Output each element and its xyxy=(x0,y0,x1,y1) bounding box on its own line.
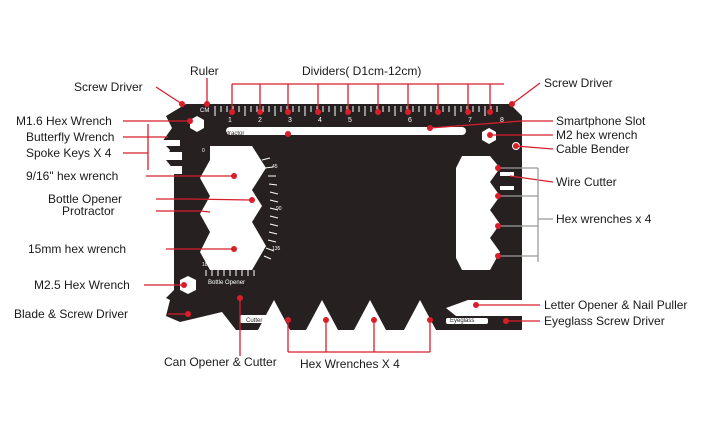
label-smartphone-slot: Smartphone Slot xyxy=(556,114,646,128)
label-letter-opener: Letter Opener & Nail Puller xyxy=(544,298,688,312)
label-m16-hex-wrench: M1.6 Hex Wrench xyxy=(16,114,112,128)
ruler-number: 7 xyxy=(468,117,472,124)
label-eyeglass-screw-driver: Eyeglass Screw Driver xyxy=(544,314,665,328)
protractor-degree: 135 xyxy=(272,246,281,252)
butterfly-wrench-notch xyxy=(160,140,180,146)
label-m2-hex-wrench: M2 hex wrench xyxy=(556,128,638,142)
label-ruler: Ruler xyxy=(190,64,219,78)
ruler-number: 2 xyxy=(258,117,262,124)
ruler-number: 3 xyxy=(288,117,292,124)
m25-hex-hole xyxy=(180,276,196,294)
label-screw-driver-left: Screw Driver xyxy=(74,80,143,94)
label-hex-wrenches-bottom: Hex Wrenches X 4 xyxy=(300,357,400,371)
ruler-number: 1 xyxy=(228,117,232,124)
ruler-cm-text: CM xyxy=(200,108,209,114)
label-dividers: Dividers( D1cm-12cm) xyxy=(302,64,422,78)
protractor-degree: 0 xyxy=(202,148,205,154)
wire-cutter-slot xyxy=(500,186,514,190)
label-spoke-keys: Spoke Keys X 4 xyxy=(26,146,112,160)
label-hex-15mm: 15mm hex wrench xyxy=(28,242,127,256)
spoke-key-notch xyxy=(160,166,182,174)
protractor-degree: 45 xyxy=(272,164,278,170)
protractor-degree: 180 xyxy=(202,262,211,268)
label-screw-driver-right: Screw Driver xyxy=(544,76,613,90)
engraved-bottle-opener-text: Bottle Opener xyxy=(208,280,245,286)
label-protractor: Protractor xyxy=(62,204,115,218)
label-hex-916: 9/16" hex wrench xyxy=(26,169,119,183)
engraved-eyeglass-text: Eyeglass xyxy=(450,318,474,324)
leader-lines xyxy=(123,78,554,356)
label-wire-cutter: Wire Cutter xyxy=(556,175,617,189)
protractor-ticks xyxy=(261,157,279,260)
label-m25-hex-wrench: M2.5 Hex Wrench xyxy=(34,278,130,292)
eyeglass-slot xyxy=(446,318,488,324)
leader-dots xyxy=(179,101,519,324)
label-hex-wrenches-right: Hex wrenches x 4 xyxy=(556,212,652,226)
engraved-protractor-text: Protractor xyxy=(218,131,244,137)
right-hex-wrench-window xyxy=(456,156,500,270)
ruler-number: 8 xyxy=(500,117,504,124)
ruler-number: 4 xyxy=(318,117,322,124)
protractor-hex-cutout xyxy=(200,146,266,270)
protractor-degree: 90 xyxy=(276,206,282,212)
cutter-slot xyxy=(240,315,272,323)
label-can-opener: Can Opener & Cutter xyxy=(164,355,277,369)
label-butterfly-wrench: Butterfly Wrench xyxy=(26,130,115,144)
label-blade-screw-driver: Blade & Screw Driver xyxy=(14,307,129,321)
spoke-key-notch xyxy=(160,152,182,160)
ruler-number: 5 xyxy=(348,117,352,124)
wire-cutter-slot xyxy=(500,172,514,176)
engraved-cutter-text: Cutter xyxy=(246,318,262,324)
label-bottle-opener: Bottle Opener xyxy=(48,192,123,206)
ruler-ticks xyxy=(214,106,498,116)
bottle-opener-teeth xyxy=(205,270,255,276)
label-cable-bender: Cable Bender xyxy=(556,142,630,156)
m16-hex-hole xyxy=(190,116,204,132)
ruler-number: 6 xyxy=(408,117,412,124)
